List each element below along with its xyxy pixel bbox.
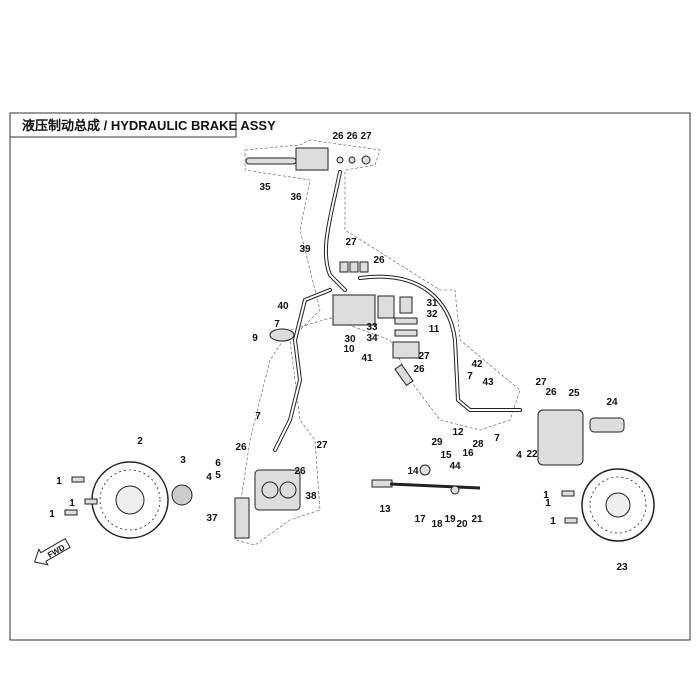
callout: 6 (215, 458, 221, 469)
callout: 1 (543, 490, 549, 501)
callout: 29 (431, 437, 443, 448)
front-brake-disc (91, 461, 193, 539)
callout: 1 (545, 498, 551, 509)
callout: 1 (56, 476, 62, 487)
brake-pedal (371, 464, 481, 495)
callout: 4 (516, 450, 522, 461)
callout: 10 (343, 344, 355, 355)
callout: 28 (472, 439, 484, 450)
callout: 1 (69, 498, 75, 509)
callout: 27 (316, 440, 328, 451)
callout: 23 (616, 562, 628, 573)
callout: 27 (345, 237, 357, 248)
rear-caliper (537, 409, 625, 466)
proportioning-valve (332, 261, 395, 326)
callout: 7 (467, 371, 473, 382)
callout: 19 (444, 514, 456, 525)
callout: 1 (550, 516, 556, 527)
brake-hoses (273, 170, 522, 452)
callout: 4 (206, 472, 212, 483)
callout: 34 (366, 333, 378, 344)
diagram-title: 液压制动总成 / HYDRAULIC BRAKE ASSY (22, 118, 276, 133)
callout: 27 (535, 377, 547, 388)
callout: 41 (361, 353, 373, 364)
callout: 2 (137, 436, 143, 447)
callout: 26 (235, 442, 247, 453)
disc-adapter (171, 484, 193, 506)
diagram-frame (9, 112, 691, 641)
callout: 35 (259, 182, 271, 193)
rear-brake-disc (581, 468, 655, 542)
callout: 15 (440, 450, 452, 461)
callout: 1 (49, 509, 55, 520)
fwd-arrow: FWD (34, 537, 71, 566)
front-master-cylinder (245, 147, 371, 171)
callout: 39 (299, 244, 311, 255)
callout-labels: 26 26 27 35 36 39 27 26 40 31 32 33 34 1… (49, 131, 628, 573)
callout: 25 (568, 388, 580, 399)
callout: 18 (431, 519, 443, 530)
callout: 26 (332, 131, 344, 142)
callout: 26 (545, 387, 557, 398)
callout: 43 (482, 377, 494, 388)
callout: 7 (255, 411, 261, 422)
callout: 33 (366, 322, 378, 333)
callout: 32 (426, 309, 438, 320)
callout: 22 (526, 449, 538, 460)
assembly-outline (234, 139, 521, 546)
callout: 27 (360, 131, 372, 142)
hose-clamp (269, 328, 295, 342)
callout: 26 (346, 131, 358, 142)
callout: 7 (274, 319, 280, 330)
callout: 30 (344, 334, 356, 345)
callout: 26 (294, 466, 306, 477)
bolts (64, 476, 578, 524)
callout: 9 (252, 333, 258, 344)
callout: 3 (180, 455, 186, 466)
callout: 14 (407, 466, 419, 477)
callout: 16 (462, 448, 474, 459)
callout: 38 (305, 491, 317, 502)
callout: 5 (215, 470, 221, 481)
callout: 27 (418, 351, 430, 362)
callout: 44 (449, 461, 461, 472)
callout: 7 (494, 433, 500, 444)
callout: 26 (373, 255, 385, 266)
callout: 37 (206, 513, 218, 524)
callout: 24 (606, 397, 618, 408)
callout: 20 (456, 519, 468, 530)
callout: 26 (413, 364, 425, 375)
rear-reservoir (392, 296, 420, 387)
callout: 13 (379, 504, 391, 515)
callout: 12 (452, 427, 464, 438)
title-box (9, 112, 237, 138)
callout: 42 (471, 359, 483, 370)
callout: 11 (429, 324, 440, 335)
front-caliper (234, 469, 301, 539)
callout: 17 (414, 514, 426, 525)
callout: 21 (471, 514, 483, 525)
callout: 31 (426, 298, 438, 309)
callout: 40 (277, 301, 289, 312)
callout: 36 (290, 192, 302, 203)
